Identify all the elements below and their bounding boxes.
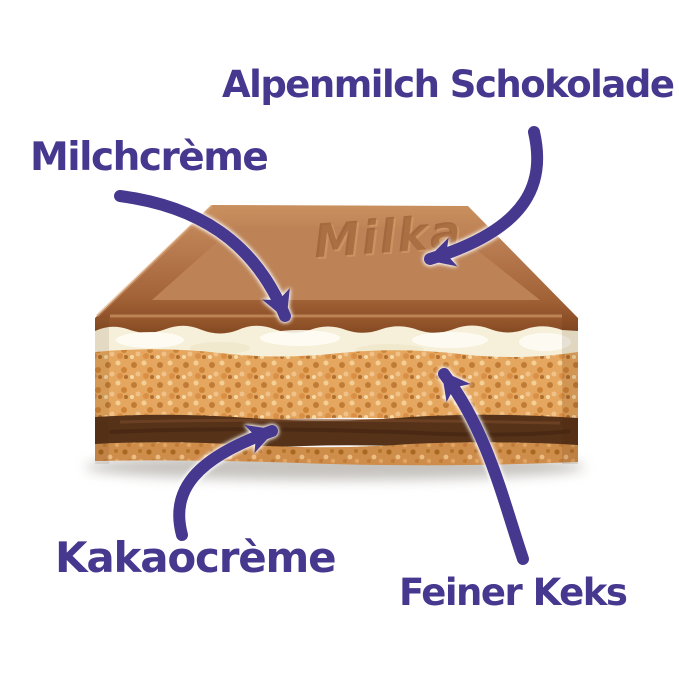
milk-cream-layer	[95, 325, 578, 360]
left-edge-shade	[95, 318, 109, 464]
arrow-alpenmilch-schokolade	[424, 126, 544, 267]
cocoa-cream-layer	[95, 414, 578, 451]
arrow-feiner-keks	[438, 368, 529, 565]
biscuit-layer	[95, 349, 578, 424]
label-feiner-keks: Feiner Keks	[399, 571, 628, 614]
label-kakaocreme: Kakaocrème	[55, 533, 337, 582]
arrow-kakaocreme	[173, 424, 278, 541]
annotation-arrows	[114, 126, 544, 565]
label-milchcreme: Milchcrème	[30, 135, 269, 180]
label-alpenmilch-schokolade: Alpenmilch Schokolade	[222, 63, 675, 106]
right-edge-shade	[562, 318, 578, 464]
arrow-milchcreme	[114, 190, 291, 322]
